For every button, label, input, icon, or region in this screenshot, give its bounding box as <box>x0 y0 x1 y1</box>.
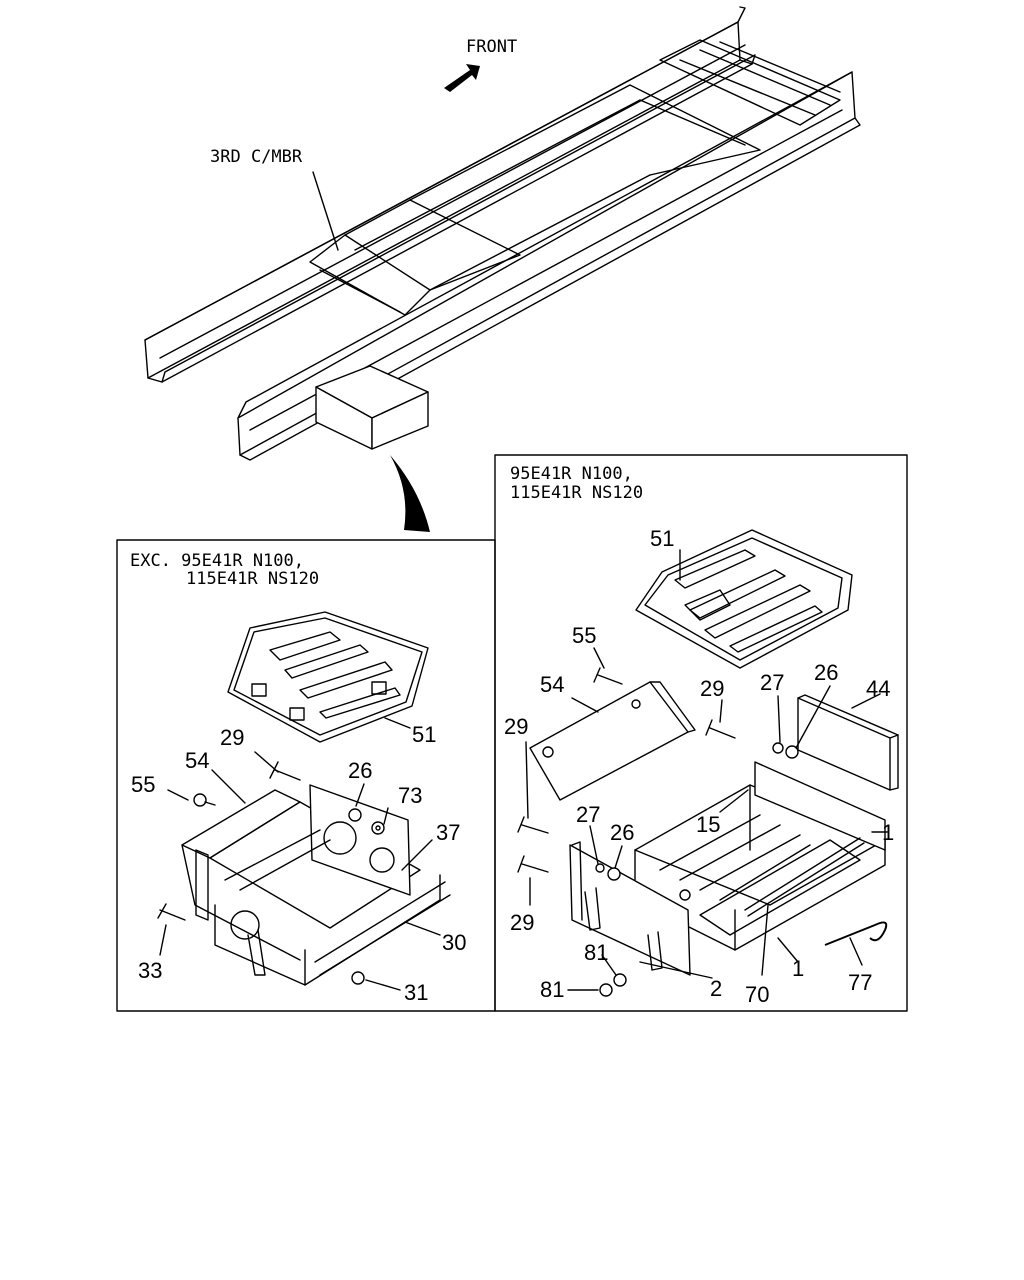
callout-31: 31 <box>404 980 428 1005</box>
callout-26: 26 <box>348 758 372 783</box>
callout-2: 2 <box>710 976 722 1001</box>
left-battery-tray-assembly <box>157 611 451 991</box>
callout-54: 54 <box>185 748 209 773</box>
nut-icon <box>785 745 799 759</box>
nut-icon <box>351 971 365 985</box>
washer-icon <box>772 742 784 754</box>
crossmember-label: 3RD C/MBR <box>210 147 303 167</box>
callout-81: 81 <box>540 977 564 1002</box>
callout-29: 29 <box>510 910 534 935</box>
callout-54: 54 <box>540 672 564 697</box>
callout-26: 26 <box>610 820 634 845</box>
washer-icon <box>371 821 385 835</box>
bolt-icon <box>517 816 549 834</box>
callout-29: 29 <box>504 714 528 739</box>
callout-33: 33 <box>138 958 162 983</box>
bolt-icon <box>593 667 623 685</box>
callout-29: 29 <box>220 725 244 750</box>
callout-51: 51 <box>650 526 674 551</box>
callout-73: 73 <box>398 783 422 808</box>
callout-55: 55 <box>131 772 155 797</box>
washer-icon <box>595 863 605 873</box>
bolt-icon <box>157 903 186 921</box>
callout-37: 37 <box>436 820 460 845</box>
nut-icon <box>607 867 621 881</box>
callout-1: 1 <box>882 820 894 845</box>
bolt-icon <box>193 793 216 807</box>
chassis-frame <box>144 6 861 532</box>
callout-29: 29 <box>700 676 724 701</box>
right-panel-title-line2: 115E41R NS120 <box>510 483 643 503</box>
callout-27: 27 <box>760 670 784 695</box>
callout-15: 15 <box>696 812 720 837</box>
bolt-icon <box>517 855 549 873</box>
left-detail-frame <box>116 539 496 1012</box>
callout-81: 81 <box>584 940 608 965</box>
nut-icon <box>613 973 627 987</box>
callout-77: 77 <box>848 970 872 995</box>
nut-icon <box>599 983 613 997</box>
callout-55: 55 <box>572 623 596 648</box>
callout-51: 51 <box>412 722 436 747</box>
callout-27: 27 <box>576 802 600 827</box>
callout-30: 30 <box>442 930 466 955</box>
callout-70: 70 <box>745 982 769 1007</box>
right-panel-title-line1: 95E41R N100, <box>510 464 633 484</box>
callout-26: 26 <box>814 660 838 685</box>
front-label: FRONT <box>466 37 517 57</box>
callout-1: 1 <box>792 956 804 981</box>
left-panel-title-line1: EXC. 95E41R N100, <box>130 551 304 571</box>
right-detail-frame <box>494 454 908 1012</box>
bolt-icon <box>269 761 301 781</box>
callout-44: 44 <box>866 676 890 701</box>
bolt-icon <box>705 719 736 739</box>
right-battery-tray-assembly <box>517 529 899 997</box>
nut-icon <box>348 808 362 822</box>
left-panel-title-line2: 115E41R NS120 <box>186 569 319 589</box>
